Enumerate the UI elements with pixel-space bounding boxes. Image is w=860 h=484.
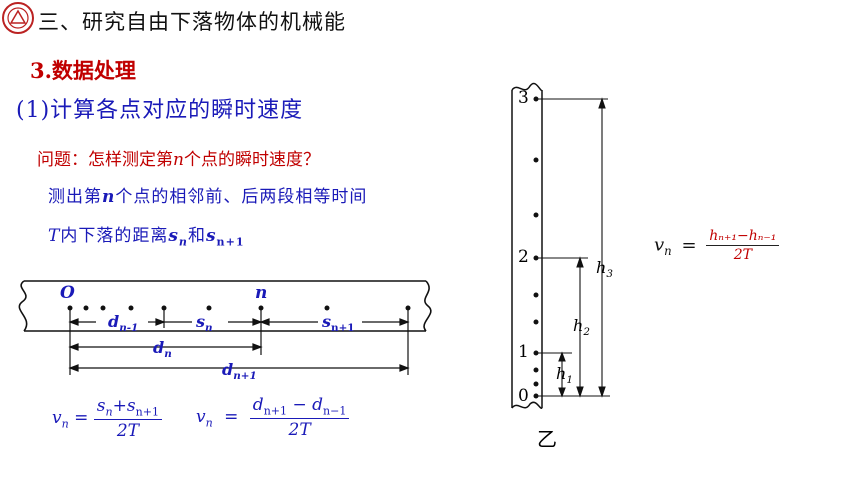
tick-label-2: 2 <box>518 247 529 267</box>
tape-label-s-n: sn <box>196 312 213 335</box>
description-line-1: 测出第n个点的相邻前、后两段相等时间 <box>48 187 368 207</box>
tape-label-origin: O <box>60 283 75 303</box>
description-line-2: T内下落的距离sn和sn+1 <box>48 226 245 249</box>
tape-label-d-nm1: dn-1 <box>108 312 139 335</box>
tick-label-0: 0 <box>518 386 529 406</box>
school-logo-icon <box>2 2 34 34</box>
question-text: 问题：怎样测定第n个点的瞬时速度？ <box>37 150 320 170</box>
page-title: 三、研究自由下落物体的机械能 <box>38 10 346 34</box>
figure-caption: 乙 <box>537 427 557 451</box>
tape-label-s-np1: sn+1 <box>322 312 355 335</box>
label-h1: h1 <box>556 364 573 387</box>
equation-velocity-d: vn = dn+1 − dn−1 2T <box>196 395 350 440</box>
tape-label-n: n <box>255 283 268 303</box>
tick-label-1: 1 <box>518 342 529 362</box>
tick-label-3: 3 <box>518 88 529 108</box>
subsection-heading: (1)计算各点对应的瞬时速度 <box>16 98 304 123</box>
equation-velocity-s: vn = sn+sn+1 2T <box>52 396 163 441</box>
label-h3: h3 <box>596 258 613 281</box>
tape-label-d-n: dn <box>153 338 172 361</box>
label-h2: h2 <box>573 316 590 339</box>
equation-velocity-h: vn = hₙ₊₁−hₙ₋₁ 2T <box>654 228 780 263</box>
section-heading: 3.数据处理 <box>30 58 136 83</box>
tape-label-d-np1: dn+1 <box>222 360 257 383</box>
